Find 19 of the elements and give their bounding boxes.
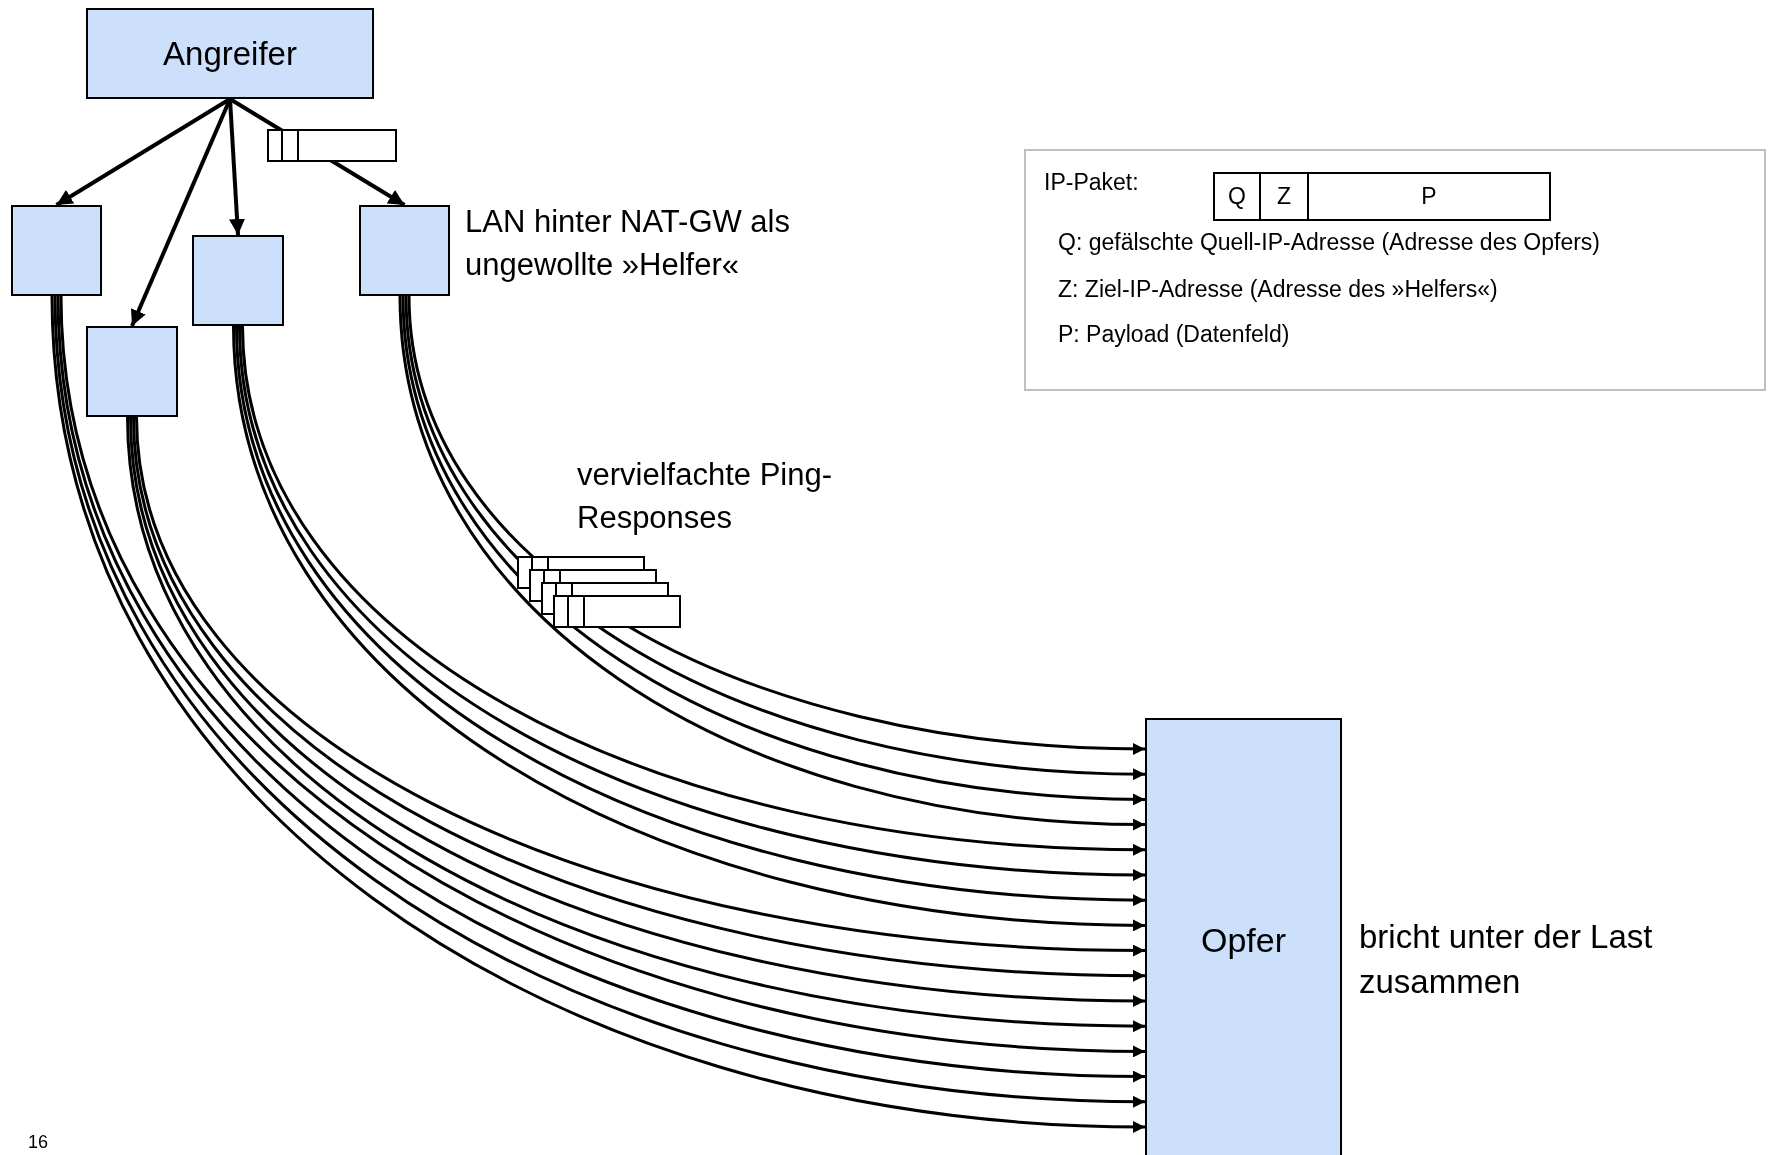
legend-text: Z: Ziel-IP-Adresse (Adresse des »Helfers«) — [1058, 276, 1498, 303]
legend-text: Q: gefälschte Quell-IP-Adresse (Adresse des Opfers) — [1058, 229, 1600, 256]
packet-field: Q — [1213, 172, 1261, 221]
legend-panel — [1024, 149, 1766, 391]
annotation-text: vervielfachte Ping-Responses — [577, 456, 833, 538]
host-box — [359, 205, 450, 296]
node-label: Opfer — [1200, 920, 1286, 960]
page-number: 16 — [28, 1131, 50, 1154]
side-note: bricht unter der Last zusammen — [1359, 917, 1654, 1002]
annotation-text: LAN hinter NAT-GW als ungewollte »Helfer« — [465, 203, 791, 285]
packet-field: Z — [1259, 172, 1309, 221]
host-box — [86, 326, 178, 417]
legend-text: P: Payload (Datenfeld) — [1058, 321, 1290, 348]
node-label: Angreifer — [163, 34, 297, 73]
node-box — [86, 8, 374, 99]
packet-field: P — [1307, 172, 1551, 221]
legend-heading: IP-Paket: — [1044, 169, 1139, 196]
host-box — [11, 205, 102, 296]
host-box — [192, 235, 284, 326]
